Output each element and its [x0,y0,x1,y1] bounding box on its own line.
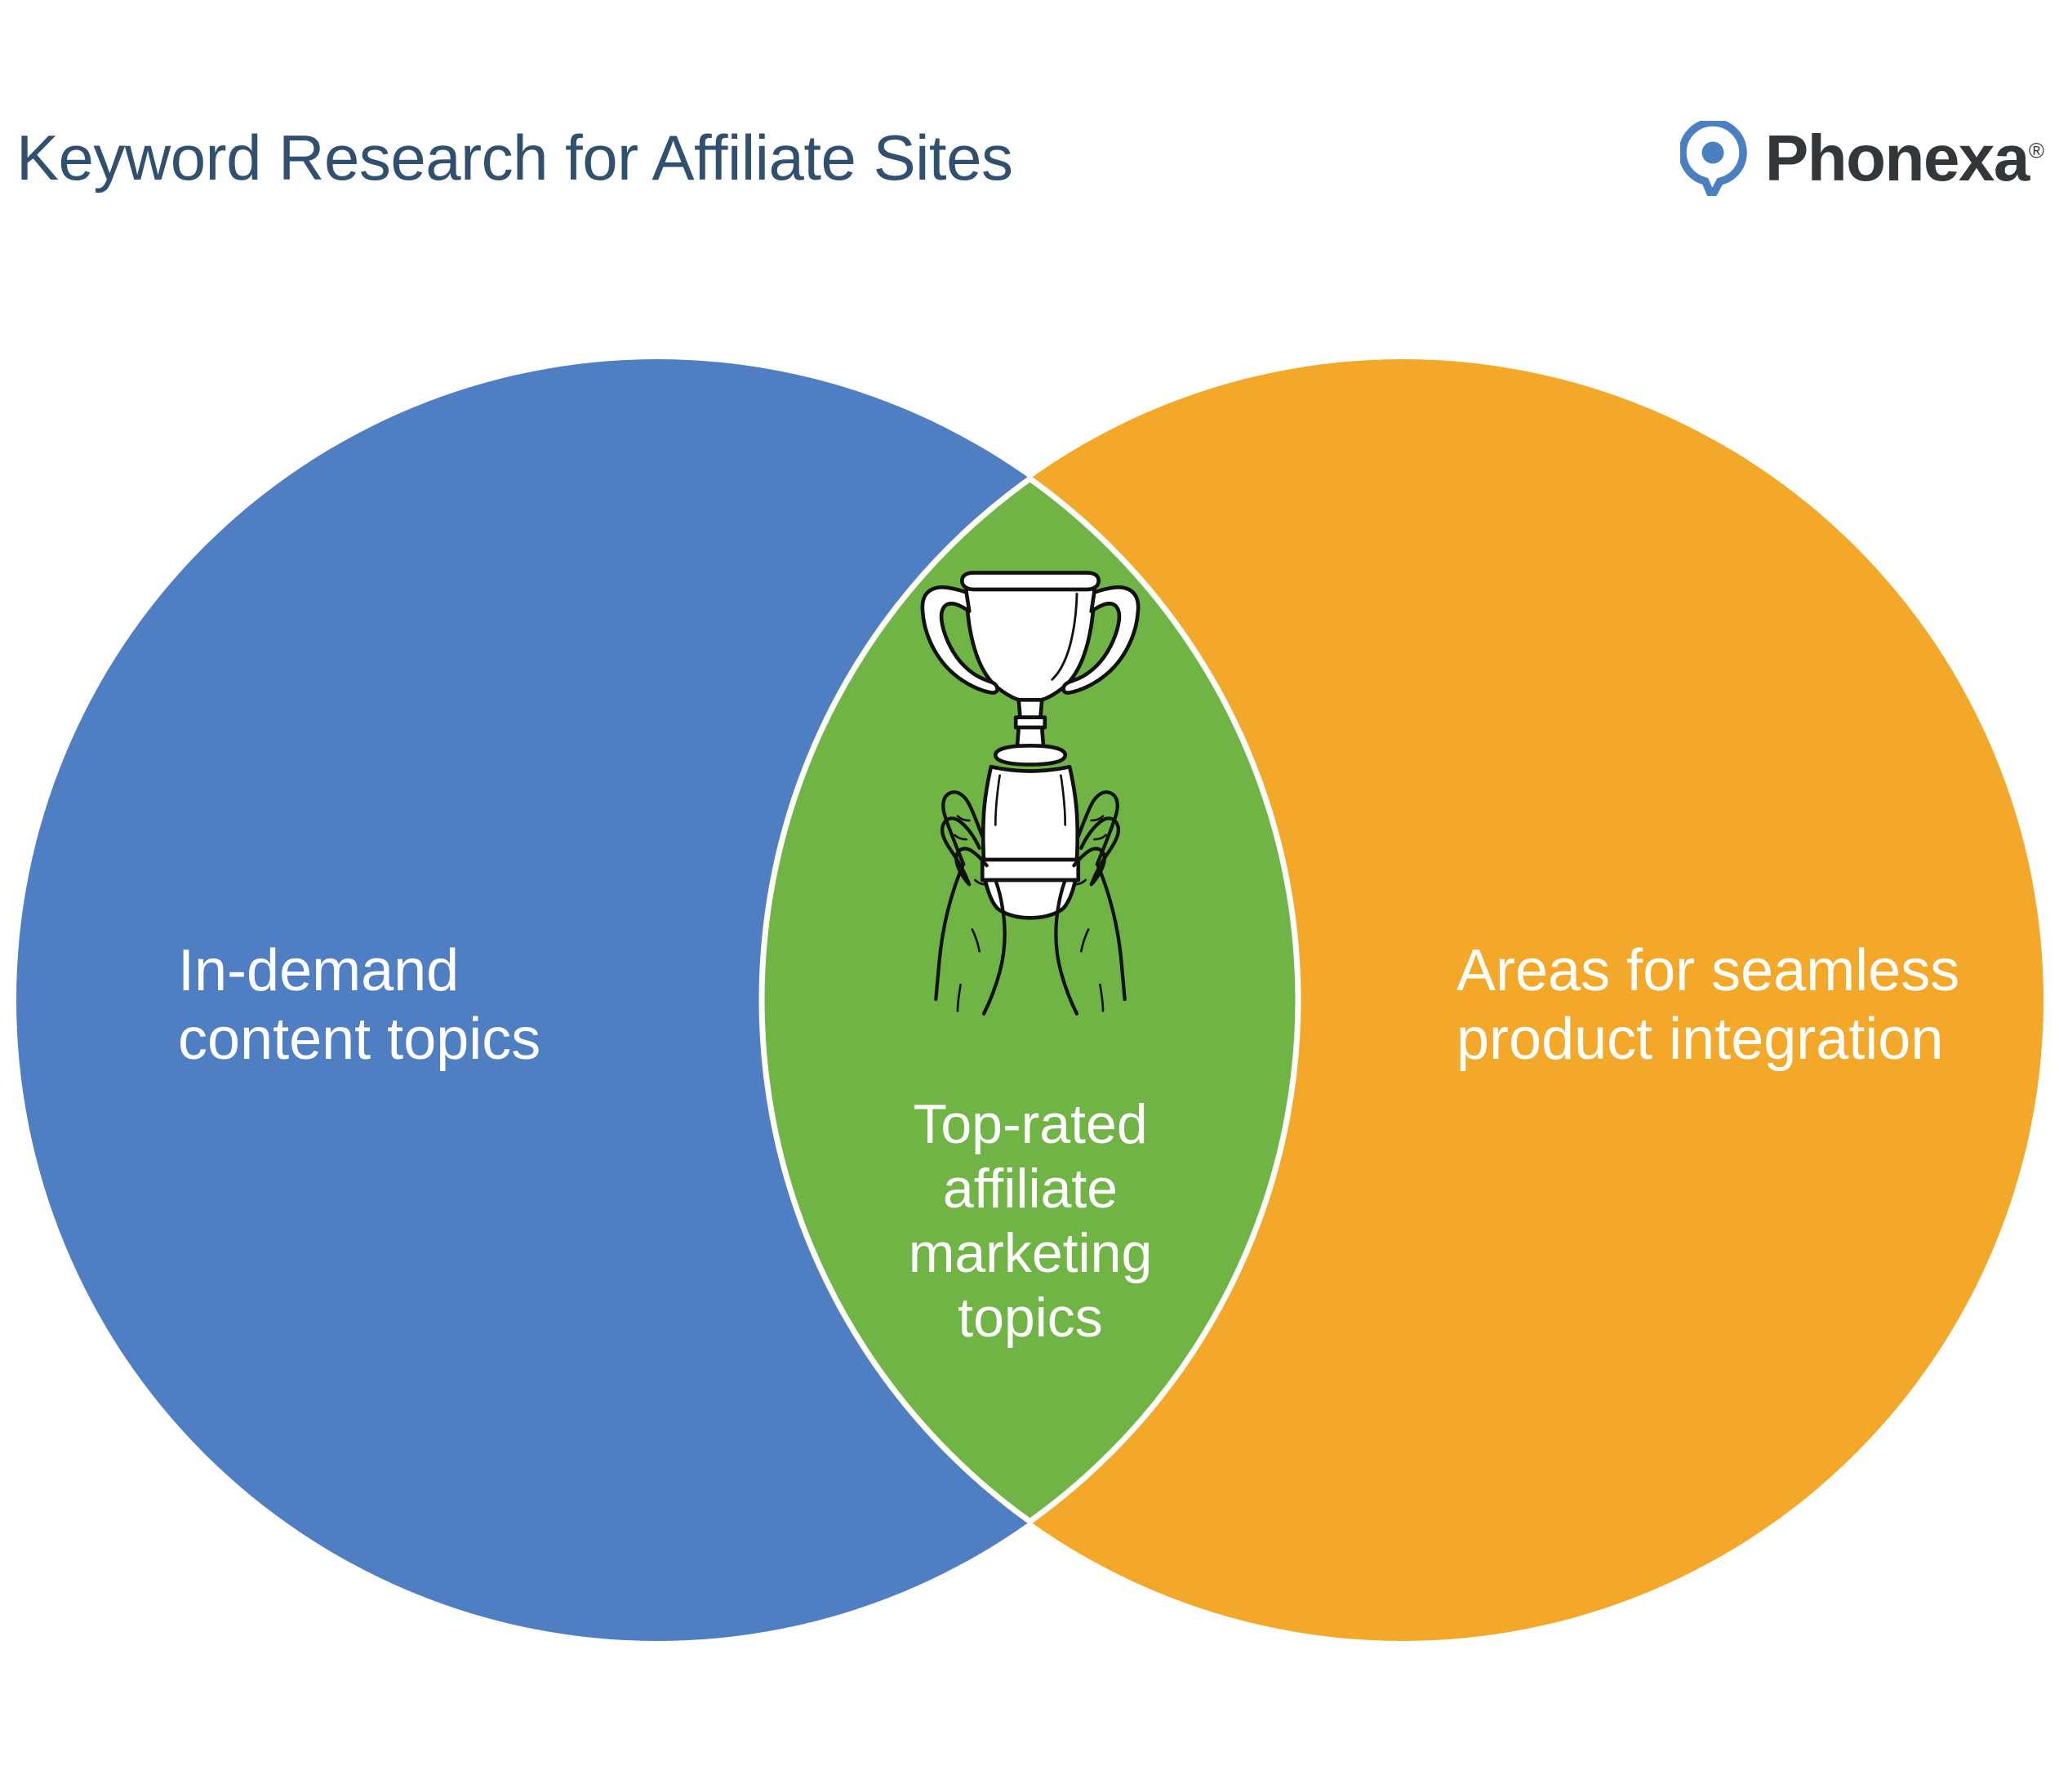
venn-divider [758,359,1301,1641]
venn-label-right: Areas for seamless product integration [1456,938,1960,1072]
phonexa-pin-icon [1679,121,1747,196]
trophy-in-hands-icon [920,571,1141,1016]
header: Keyword Research for Affiliate Sites Pho… [0,0,2059,245]
venn-label-left: In-demand content topics [178,938,541,1072]
page-title: Keyword Research for Affiliate Sites [16,122,1013,193]
venn-label-intersection: Top-rated affiliate marketing topics [908,1093,1153,1349]
brand-name: Phonexa [1764,122,2030,194]
brand-logo: Phonexa® [1679,121,2044,196]
brand-wordmark: Phonexa® [1765,126,2044,191]
registered-trademark-icon: ® [2028,138,2044,163]
